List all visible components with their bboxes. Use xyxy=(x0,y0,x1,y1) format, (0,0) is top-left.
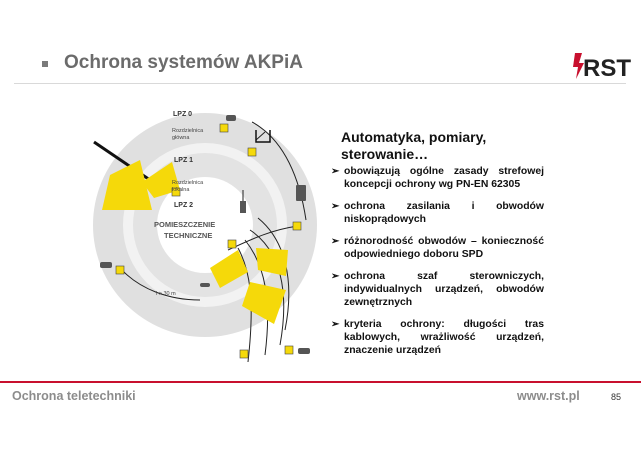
rst-logo: RST xyxy=(573,53,631,82)
main-board-label: Rozdzielnica xyxy=(172,128,204,134)
footer-title: Ochrona teletechniki xyxy=(12,389,136,403)
spd-block-right-2 xyxy=(242,282,286,324)
distance-label: l > 30 m xyxy=(156,291,176,297)
detector-icon xyxy=(200,283,210,287)
spd-block-main xyxy=(102,160,152,210)
room-label: POMIESZCZENIE xyxy=(154,220,215,229)
camera-icon xyxy=(226,115,236,121)
spd-block-room xyxy=(210,250,248,288)
bullet-list: ➢obowiązują ogólne zasady strefowej konc… xyxy=(331,165,544,366)
page-number: 85 xyxy=(611,392,622,402)
list-item: ➢kryteria ochrony: długości tras kablowy… xyxy=(331,319,544,356)
local-board-label: Rozdzielnica xyxy=(172,180,204,186)
sensor-icon xyxy=(255,130,271,143)
controller-icon xyxy=(296,185,306,201)
title-bullet xyxy=(42,61,48,67)
lpz1-label: LPZ 1 xyxy=(174,157,193,164)
list-item: ➢różnorodność obwodów – konieczność odpo… xyxy=(331,236,544,260)
arrow-bullet-icon: ➢ xyxy=(331,201,340,212)
room-label-2: TECHNICZNE xyxy=(164,231,212,240)
main-board-label-2: główna xyxy=(172,135,190,141)
lightning-logo-icon xyxy=(573,53,584,79)
local-board-label-2: lokalna xyxy=(172,187,190,193)
list-item: ➢ochrona zasilania i obwodów niskoprądow… xyxy=(331,201,544,225)
section-heading: Automatyka, pomiary, sterowanie… xyxy=(341,129,487,162)
arrow-bullet-icon: ➢ xyxy=(331,319,340,330)
arrow-bullet-icon: ➢ xyxy=(331,271,340,282)
arrow-bullet-icon: ➢ xyxy=(331,236,340,247)
device-icons xyxy=(100,115,310,354)
field-camera-icon xyxy=(298,348,310,354)
lpz0-label: LPZ 0 xyxy=(173,111,192,118)
outdoor-camera-icon xyxy=(100,262,112,268)
spd-blocks xyxy=(102,160,288,324)
spd-markers xyxy=(115,123,302,359)
lpz-zone-diagram: LPZ 0 Rozdzielnica główna LPZ 1 Rozdziel… xyxy=(93,111,317,363)
footer-divider xyxy=(0,381,641,383)
spd-block-lpz1 xyxy=(142,162,180,198)
logo-text: RST xyxy=(583,55,631,82)
arrow-bullet-icon: ➢ xyxy=(331,166,340,177)
slide-title: Ochrona systemów AKPiA xyxy=(64,52,303,73)
terminal-icon xyxy=(240,201,246,213)
spd-block-right-1 xyxy=(256,248,288,276)
lpz2-label: LPZ 2 xyxy=(174,202,193,209)
list-item: ➢obowiązują ogólne zasady strefowej konc… xyxy=(331,166,544,190)
list-item: ➢ochrona szaf sterowniczych, indywidualn… xyxy=(331,271,544,308)
header-divider xyxy=(14,83,626,84)
footer-website-link[interactable]: www.rst.pl xyxy=(517,389,580,403)
